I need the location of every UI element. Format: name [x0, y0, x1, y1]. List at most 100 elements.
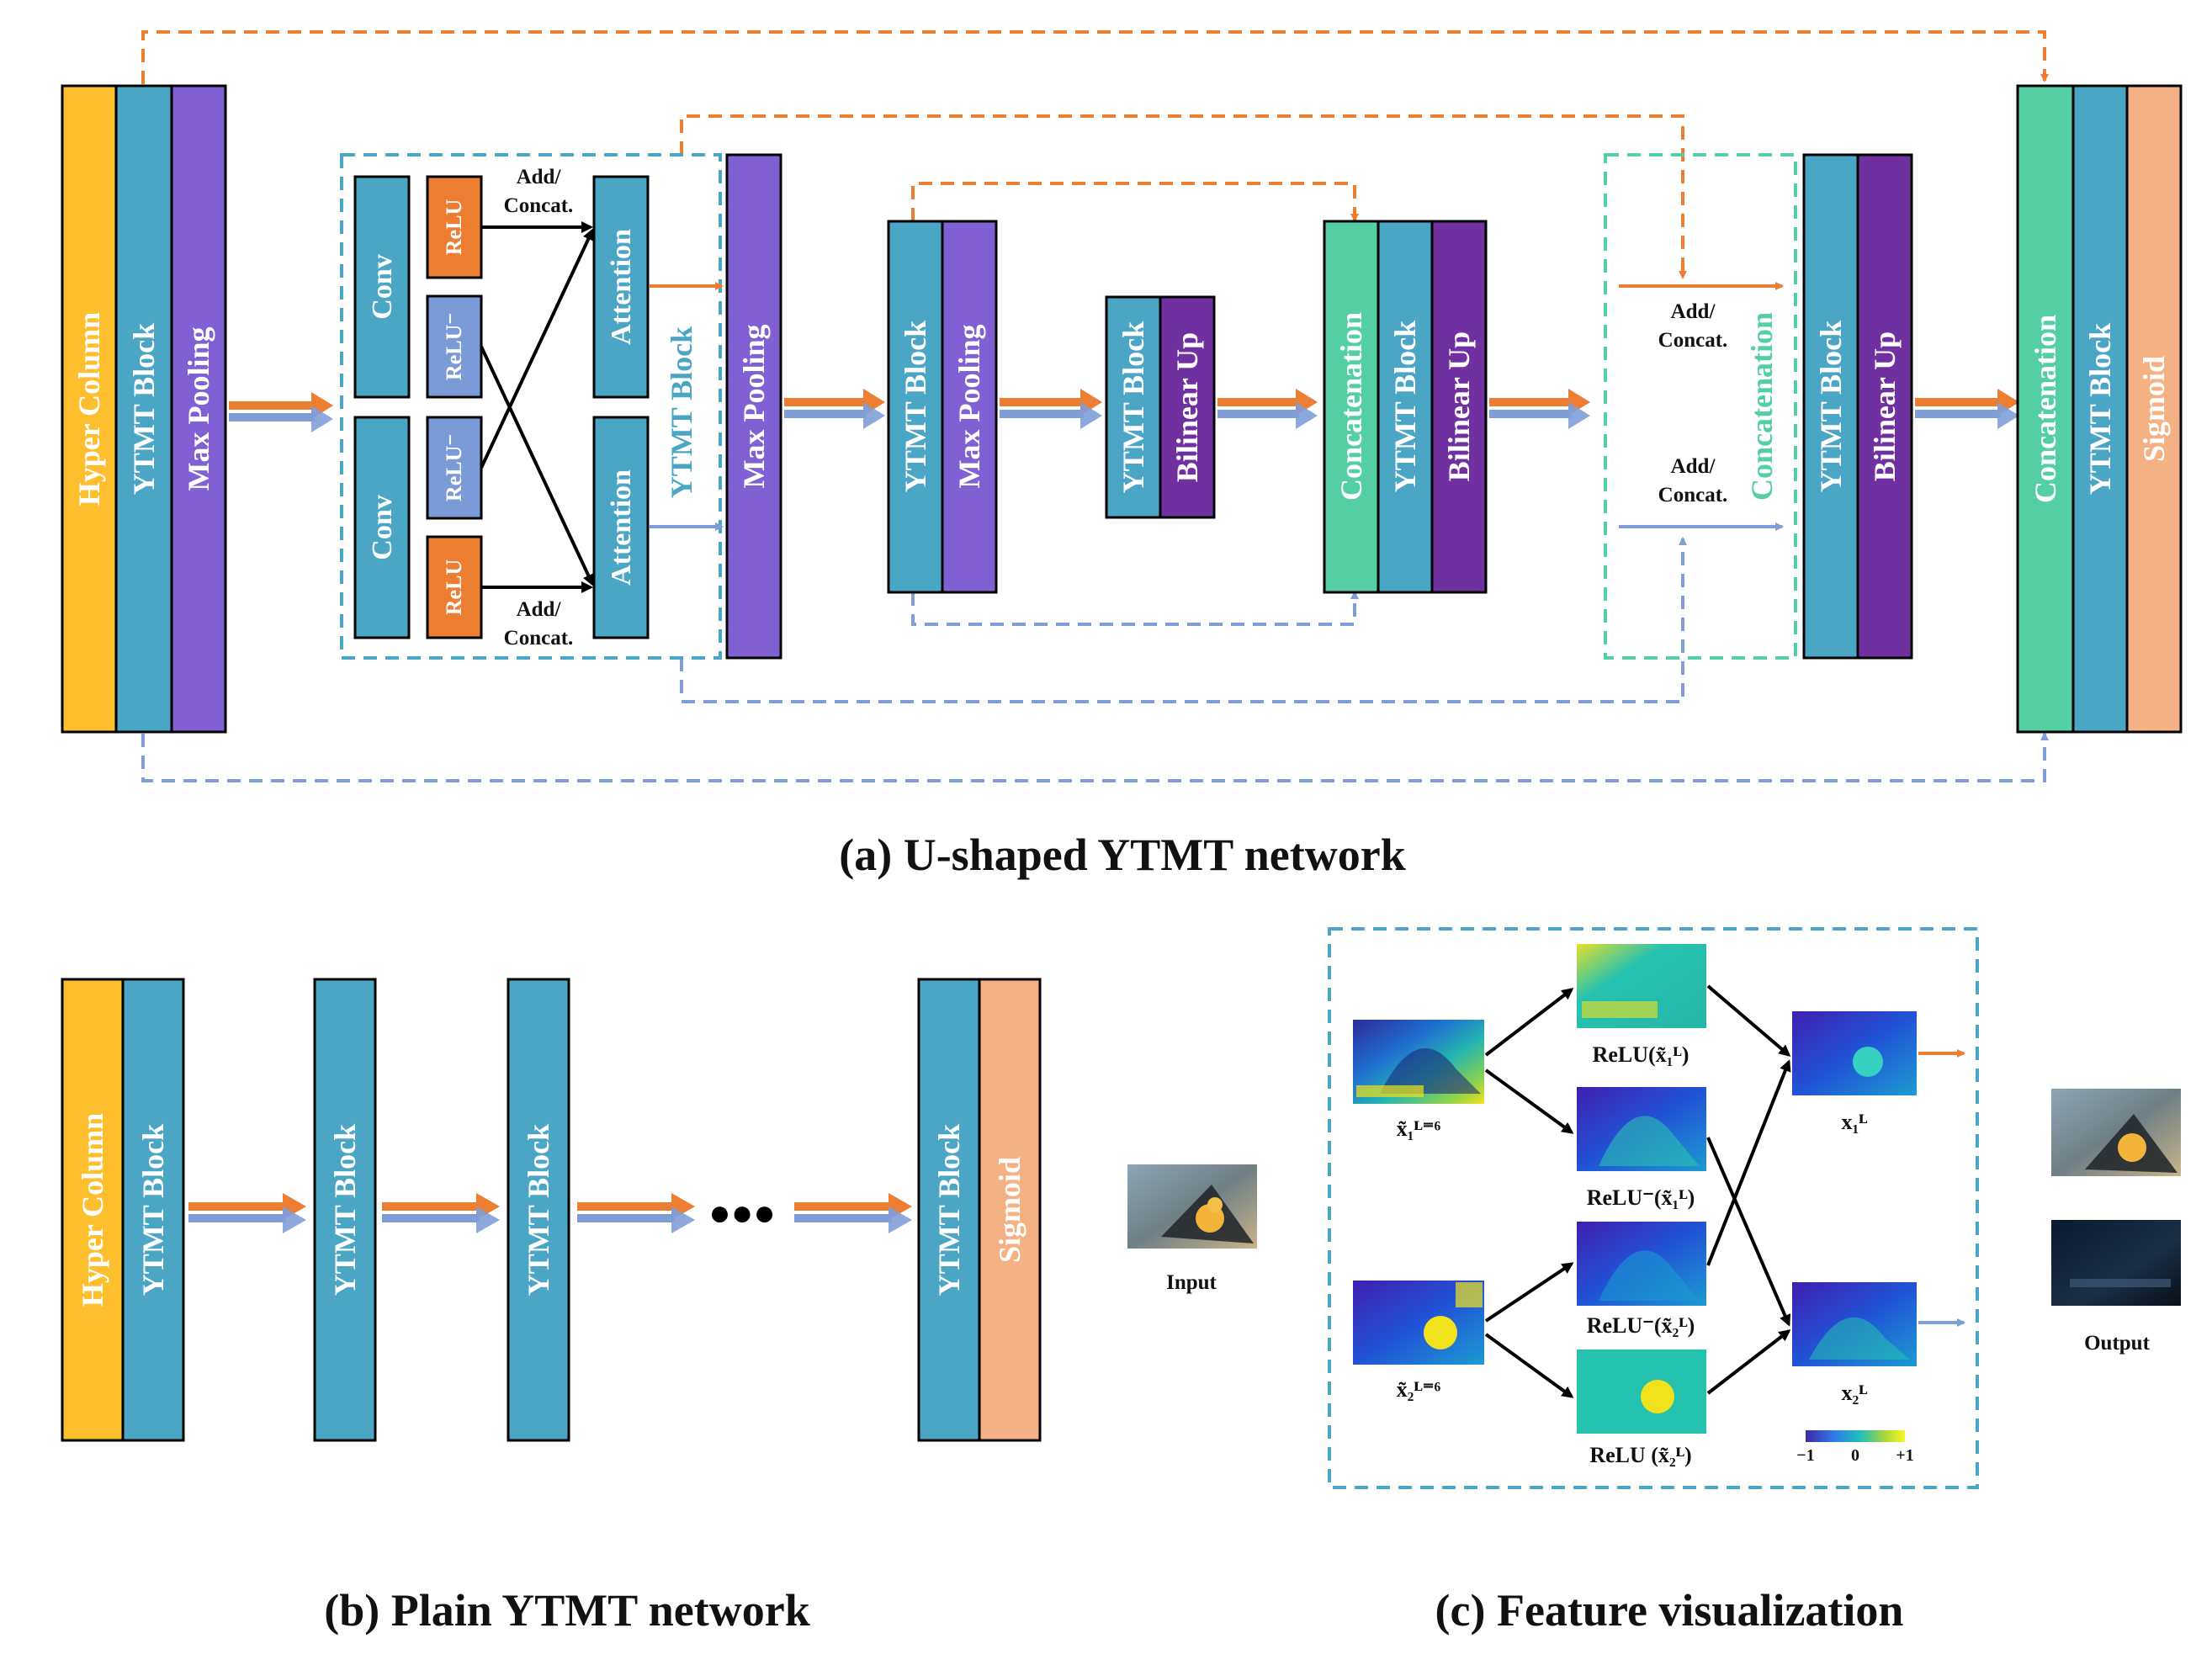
attention-bottom-label: Attention — [606, 469, 637, 586]
label-reluneg-x1: ReLU⁻(x̃₁ᴸ) — [1587, 1185, 1695, 1210]
ytmt-block-b3-label: YTMT Block — [522, 1124, 555, 1296]
ytmt-block-b4: YTMT Block — [917, 978, 981, 1442]
skip-blue-inner — [911, 591, 1359, 626]
skip-blue-mid — [680, 537, 1687, 703]
flow-arrow-3 — [1000, 389, 1102, 429]
concatenation-a3-label: Concatenation — [1334, 312, 1368, 501]
concat-add-bottom-2: Concat. — [1658, 484, 1728, 506]
flow-arrow-2 — [784, 389, 885, 429]
ytmt-block-b3: YTMT Block — [507, 978, 570, 1442]
conv-top: Conv — [353, 175, 411, 399]
conv-top-label: Conv — [367, 254, 398, 319]
skip-orange-outer — [141, 30, 2049, 84]
bilinear-up-a4-label: Bilinear Up — [1868, 331, 1902, 481]
flow-arrow-6 — [1915, 389, 2019, 429]
ytmt-block-a3: YTMT Block — [1377, 220, 1434, 594]
hyper-column-b: Hyper Column — [61, 978, 125, 1442]
max-pooling-a1-label: Max Pooling — [182, 327, 215, 491]
add-concat-bottom-2: Concat. — [504, 627, 574, 650]
ytmt-block-b2-label: YTMT Block — [328, 1124, 362, 1296]
bilinear-up-a3: Bilinear Up — [1430, 220, 1488, 594]
map-reluneg-x1 — [1577, 1087, 1706, 1171]
bilinear-up-bottleneck: Bilinear Up — [1159, 295, 1216, 519]
caption-b: (b) Plain YTMT network — [324, 1585, 810, 1636]
ytmt-block-a2-label: YTMT Block — [899, 321, 932, 492]
conv-bottom-label: Conv — [367, 495, 398, 559]
max-pooling-a3-label: Max Pooling — [952, 325, 986, 489]
conv-bottom: Conv — [353, 416, 411, 639]
feature-viz-box — [1328, 927, 1979, 1489]
attention-top-label: Attention — [606, 229, 637, 345]
max-pooling-a1: Max Pooling — [170, 84, 227, 734]
flow-arrow-1 — [229, 392, 333, 432]
flow-arrow-5 — [1489, 389, 1590, 429]
map-x1-in — [1353, 1020, 1484, 1104]
max-pooling-a2: Max Pooling — [725, 153, 782, 660]
map-x2-out — [1792, 1282, 1917, 1366]
concatenation-a1-label: Concatenation — [2029, 315, 2062, 503]
feature-viz-arrows — [1484, 984, 1791, 1398]
reluneg-top: ReLU⁻ — [426, 294, 483, 399]
flow-arrow-b4 — [794, 1193, 912, 1233]
label-x2-out: x₂ᴸ — [1841, 1381, 1867, 1405]
label-relu-x1: ReLU(x̃₁ᴸ) — [1593, 1042, 1690, 1067]
ytmt-block-b1: YTMT Block — [121, 978, 185, 1442]
ytmt-block-bottleneck: YTMT Block — [1105, 295, 1162, 519]
ytmt-block-b2: YTMT Block — [313, 978, 377, 1442]
relu-top-label: ReLU — [442, 199, 466, 256]
input-label: Input — [1166, 1271, 1217, 1294]
output-image-1 — [2051, 1089, 2181, 1176]
ellipsis: ●●● — [708, 1192, 776, 1233]
concat-add-top-2: Concat. — [1658, 329, 1728, 352]
sigmoid-b-label: Sigmoid — [993, 1157, 1026, 1263]
ytmt-block-a5: YTMT Block — [2071, 84, 2129, 734]
reluneg-bottom-label: ReLU⁻ — [442, 434, 466, 501]
label-x2-in: x̃₂ᴸ⁼⁶ — [1397, 1377, 1441, 1402]
map-x2-in — [1353, 1281, 1484, 1365]
caption-c: (c) Feature visualization — [1435, 1585, 1904, 1636]
colorbar — [1806, 1430, 1905, 1442]
flow-arrow-b3 — [577, 1193, 695, 1233]
add-concat-top-2: Concat. — [504, 194, 574, 217]
ytmt-block-bottleneck-label: YTMT Block — [1117, 321, 1150, 493]
hyper-column-a-label: Hyper Column — [72, 312, 106, 506]
map-reluneg-x2 — [1577, 1222, 1706, 1306]
ytmt-block-a3-label: YTMT Block — [1388, 321, 1422, 492]
label-relu-x2: ReLU (x̃₂ᴸ) — [1589, 1443, 1691, 1467]
attention-top: Attention — [592, 175, 650, 399]
skip-orange-inner — [911, 182, 1359, 222]
concat-add-bottom-1: Add/ — [1671, 455, 1716, 478]
flow-arrow-b1 — [188, 1193, 306, 1233]
bilinear-up-a4: Bilinear Up — [1856, 153, 1913, 660]
ytmt-block-a5-label: YTMT Block — [2083, 323, 2117, 495]
skip-blue-outer — [141, 732, 2049, 782]
output-label: Output — [2084, 1332, 2150, 1355]
ytmt-block-detail-box — [340, 153, 722, 660]
add-concat-top-1: Add/ — [517, 166, 562, 188]
ytmt-block-a4: YTMT Block — [1802, 153, 1859, 660]
output-image-2 — [2051, 1220, 2181, 1306]
flow-arrow-4 — [1217, 389, 1318, 429]
attention-bottom: Attention — [592, 416, 650, 639]
relu-bottom-label: ReLU — [442, 559, 466, 616]
concatenation-a1: Concatenation — [2016, 84, 2075, 734]
relu-bottom: ReLU — [426, 535, 483, 639]
ytmt-block-a4-label: YTMT Block — [1814, 321, 1848, 492]
concatenation-detail-label: Concatenation — [1745, 312, 1779, 501]
ytmt-block-a2: YTMT Block — [887, 220, 944, 594]
concatenation-a3: Concatenation — [1323, 220, 1380, 594]
map-relu-x2 — [1577, 1349, 1706, 1434]
reluneg-bottom: ReLU⁻ — [426, 416, 483, 520]
max-pooling-a2-label: Max Pooling — [737, 325, 771, 489]
flow-arrow-b2 — [382, 1193, 500, 1233]
bilinear-up-bottleneck-label: Bilinear Up — [1170, 332, 1204, 482]
relu-top: ReLU — [426, 175, 483, 279]
hyper-column-a: Hyper Column — [61, 84, 118, 734]
colorbar-tick-min: −1 — [1796, 1446, 1814, 1465]
reluneg-top-label: ReLU⁻ — [442, 313, 466, 380]
concatenation-detail-box — [1604, 153, 1797, 660]
ytmt-block-b1-label: YTMT Block — [136, 1124, 170, 1296]
map-x1-out — [1792, 1011, 1917, 1095]
label-reluneg-x2: ReLU⁻(x̃₂ᴸ) — [1587, 1313, 1695, 1338]
